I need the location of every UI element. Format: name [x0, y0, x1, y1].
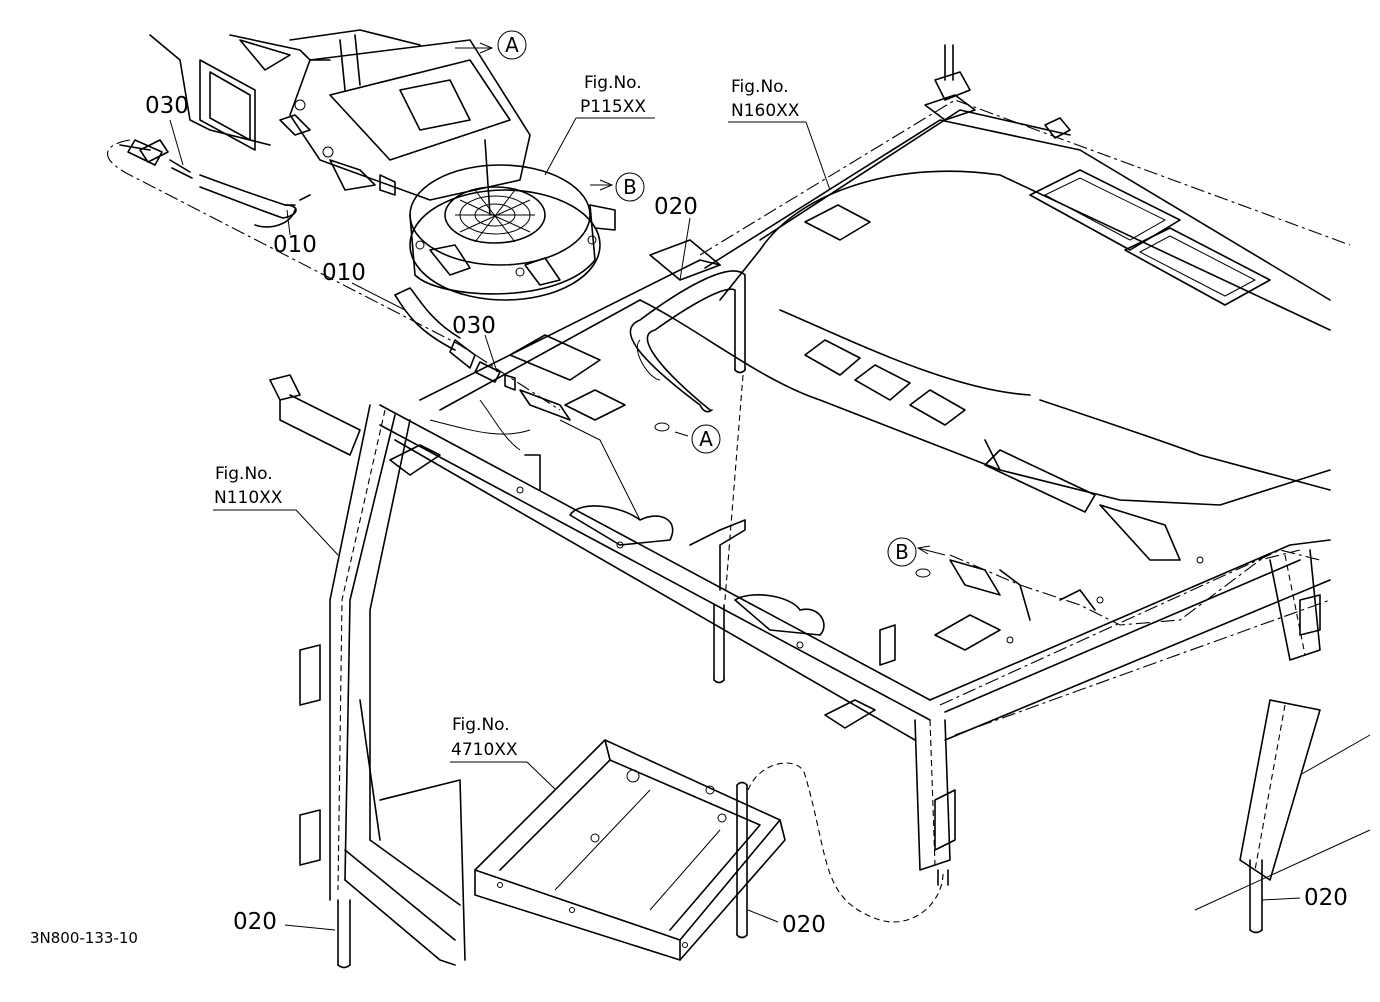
- connector-a-top-circle: [497, 30, 527, 60]
- connector-b-top: B: [623, 175, 637, 199]
- fig-ref-n160-title: Fig.No.: [731, 77, 789, 97]
- part-label-020-c: 020: [782, 912, 826, 938]
- part-label-010-b: 010: [322, 260, 366, 286]
- hoses: [107, 139, 1301, 923]
- connector-markers: A B A B: [455, 30, 946, 567]
- battery-tray: [474, 739, 786, 961]
- cab-frame: [269, 239, 1331, 741]
- figure-references: Fig.No. P115XX Fig.No. N160XX Fig.No. N1…: [214, 73, 800, 760]
- fig-ref-n110-number: N110XX: [214, 488, 283, 508]
- fig-ref-n160-number: N160XX: [731, 101, 800, 121]
- part-label-030-a: 030: [145, 93, 189, 119]
- connector-b-top-circle: [615, 172, 645, 202]
- part-label-020-b: 020: [233, 909, 277, 935]
- fig-ref-n110-title: Fig.No.: [215, 464, 273, 484]
- fig-ref-4710-title: Fig.No.: [452, 715, 510, 735]
- fig-ref-4710-number: 4710XX: [451, 740, 518, 760]
- part-label-020-d: 020: [1304, 885, 1348, 911]
- connector-b-mid: B: [895, 540, 909, 564]
- part-label-030-b: 030: [452, 313, 496, 339]
- fig-ref-p115-number: P115XX: [580, 97, 646, 117]
- cab-roof: [639, 44, 1351, 561]
- leader-lines: [169, 117, 1301, 931]
- part-labels: 030 010 010 030 020 020 020 020: [145, 93, 1348, 938]
- connector-a-mid: A: [699, 427, 713, 451]
- fig-ref-p115-title: Fig.No.: [584, 73, 642, 93]
- left-pillar: [299, 404, 466, 969]
- heater-unit: [149, 29, 616, 301]
- connector-a-mid-circle: [691, 424, 721, 454]
- right-pillars: [914, 549, 1371, 934]
- part-label-020-a: 020: [654, 194, 698, 220]
- connector-b-mid-circle: [887, 537, 917, 567]
- part-label-010-a: 010: [273, 232, 317, 258]
- connector-a-top: A: [505, 33, 519, 57]
- drawing-code: 3N800-133-10: [30, 929, 138, 947]
